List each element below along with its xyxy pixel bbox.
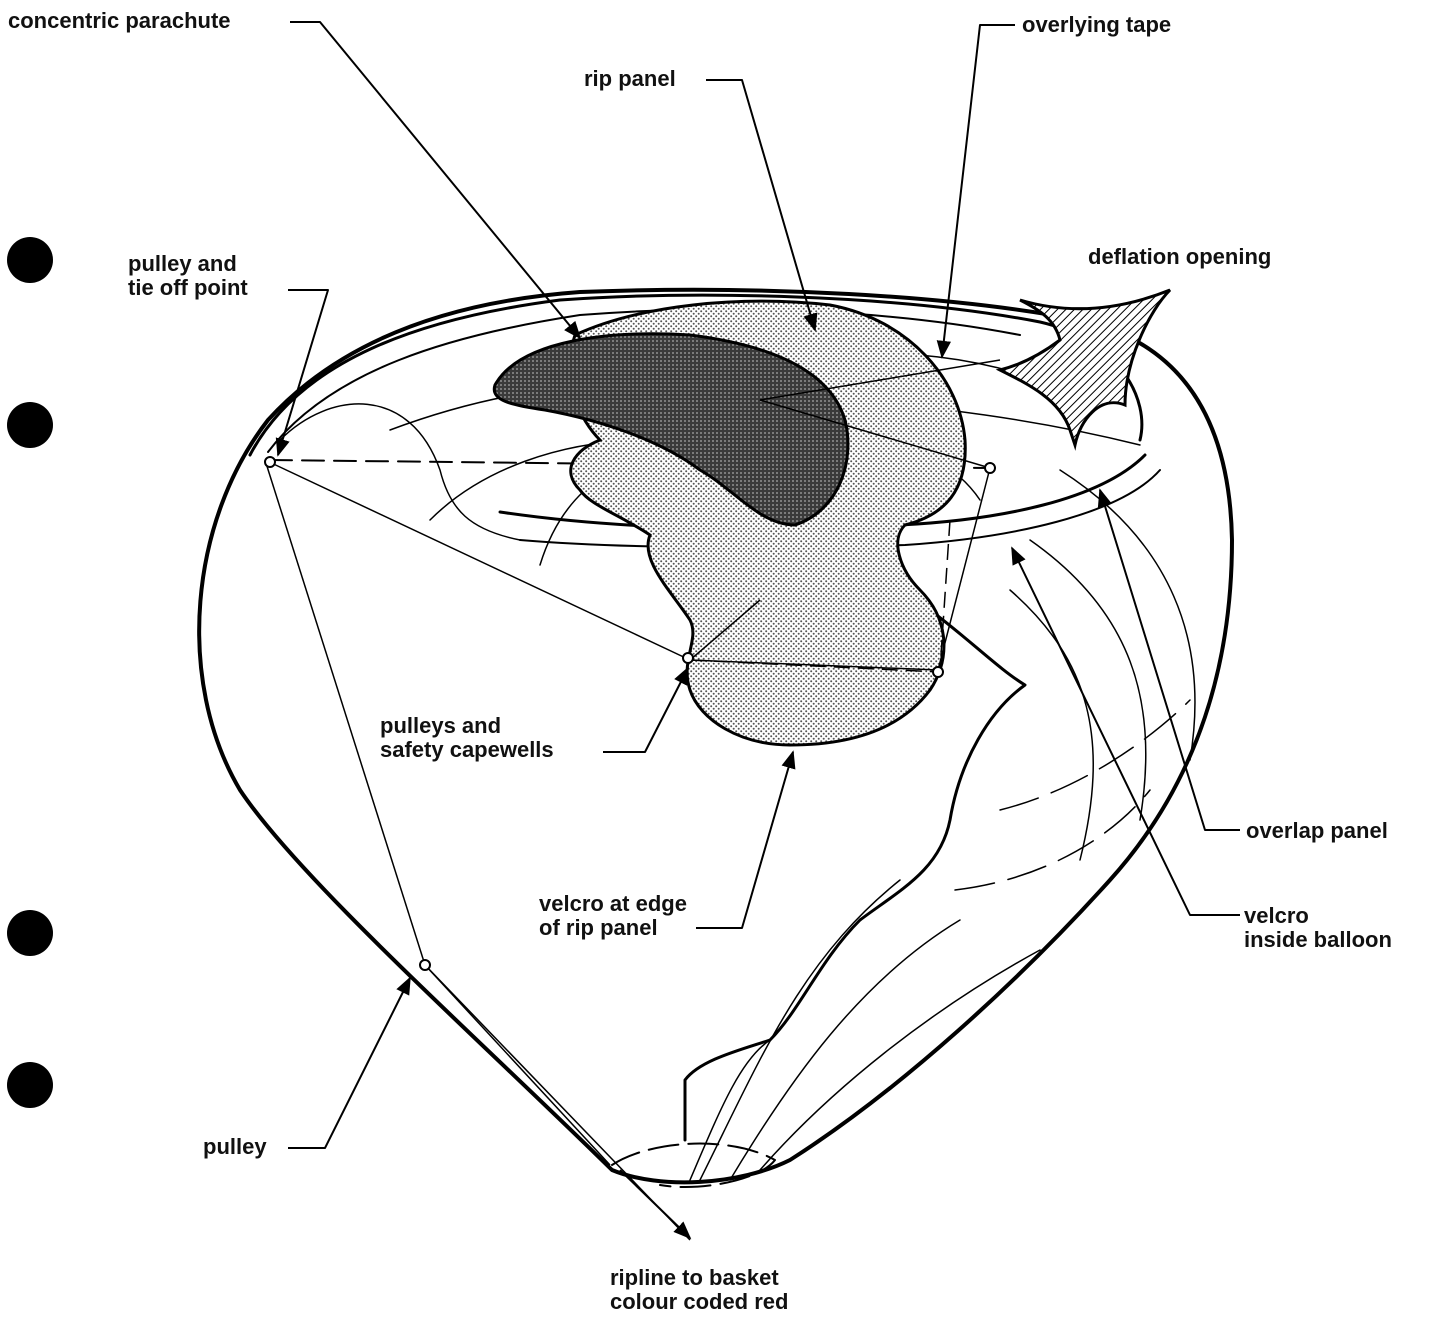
pulley-icon	[933, 667, 943, 677]
leader-pulleys-capewells	[603, 668, 688, 752]
label-concentric-parachute: concentric parachute	[8, 9, 231, 33]
label-pulley-tie-off: pulley and tie off point	[128, 252, 248, 300]
label-rip-panel: rip panel	[584, 67, 676, 91]
pulley-icon	[420, 960, 430, 970]
label-pulleys-capewells: pulleys and safety capewells	[380, 714, 554, 762]
label-line: velcro at edge	[539, 892, 687, 916]
label-overlying-tape: overlying tape	[1022, 13, 1171, 37]
leader-pulley	[288, 978, 410, 1148]
leader-concentric-parachute	[290, 22, 580, 338]
label-line: of rip panel	[539, 916, 687, 940]
label-overlap-panel: overlap panel	[1246, 819, 1388, 843]
label-line: tie off point	[128, 276, 248, 300]
pulley-icon	[683, 653, 693, 663]
label-line: safety capewells	[380, 738, 554, 762]
pulley-icon	[265, 457, 275, 467]
label-line: ripline to basket	[610, 1266, 788, 1290]
label-velcro-edge: velcro at edge of rip panel	[539, 892, 687, 940]
label-line: velcro	[1244, 904, 1392, 928]
label-pulley: pulley	[203, 1135, 267, 1159]
label-deflation-opening: deflation opening	[1088, 245, 1271, 269]
label-velcro-inside: velcro inside balloon	[1244, 904, 1392, 952]
label-line: pulley and	[128, 252, 248, 276]
pulley-icon	[985, 463, 995, 473]
label-ripline: ripline to basket colour coded red	[610, 1266, 788, 1314]
label-line: inside balloon	[1244, 928, 1392, 952]
label-line: pulleys and	[380, 714, 554, 738]
leader-velcro-edge	[696, 752, 793, 928]
label-line: colour coded red	[610, 1290, 788, 1314]
